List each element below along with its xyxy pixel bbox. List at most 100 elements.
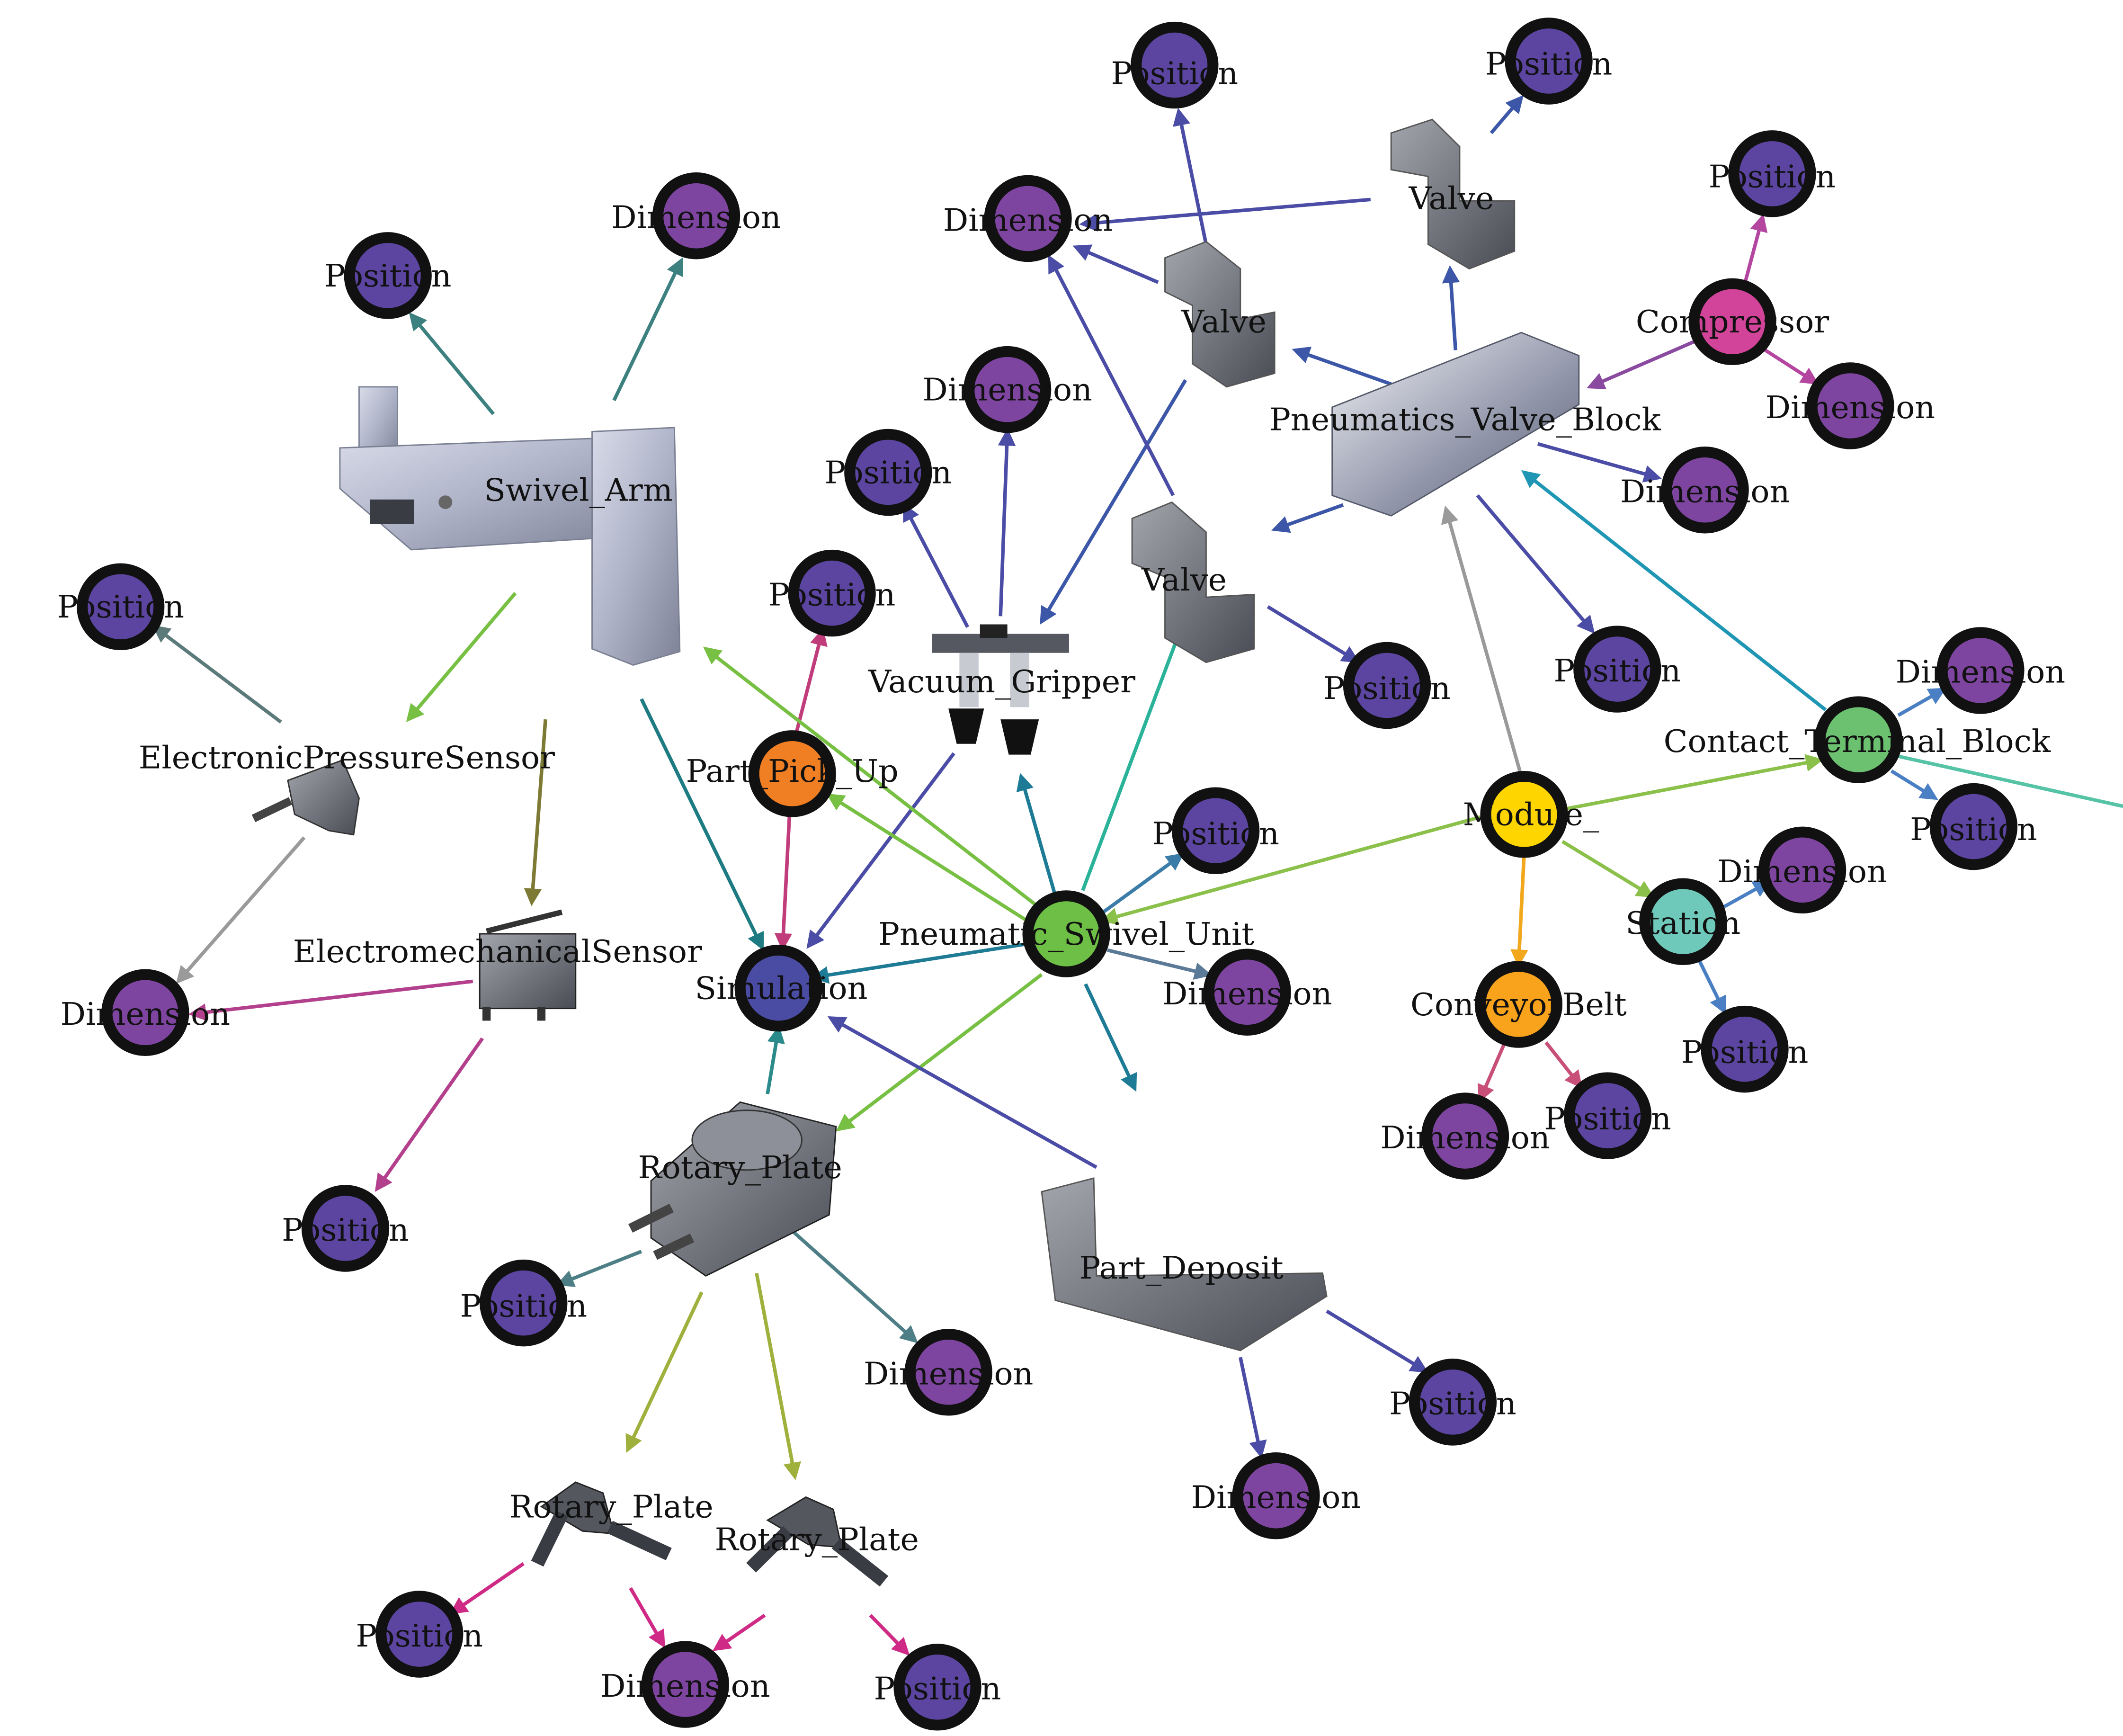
- position-node[interactable]: [1563, 1072, 1652, 1159]
- station-node[interactable]: [1639, 878, 1727, 965]
- rotary-plate-sub-2-label: Rotary_Plate: [715, 1521, 919, 1558]
- edge-module-psu: [1100, 815, 1481, 925]
- edge-psu-dimension: [1107, 948, 1213, 980]
- part-pick-up-label: Part_Pick_Up: [686, 753, 899, 789]
- rotary-plate-main-label: Rotary_Plate: [638, 1149, 842, 1186]
- edge-epsensor-dimension: [176, 836, 306, 984]
- edge-module-pvb: [1441, 505, 1523, 777]
- edge-ctb-position: [1890, 769, 1938, 800]
- dimension-node[interactable]: [1232, 1452, 1320, 1539]
- edge-swivelarm-epsensor: [406, 592, 517, 722]
- position-label: Position: [1152, 815, 1279, 852]
- edge-gripper-dimension: [998, 428, 1016, 617]
- dimension-node[interactable]: [652, 172, 740, 260]
- edge-pvb-valve3: [1271, 503, 1344, 533]
- edge-psu-position: [1102, 853, 1185, 914]
- position-node[interactable]: [844, 429, 932, 516]
- part-deposit-image: [1041, 1177, 1328, 1351]
- position-node[interactable]: [1505, 18, 1593, 105]
- swivel-arm-image: [339, 386, 681, 666]
- dimension-node[interactable]: [904, 1329, 992, 1416]
- edge-compressor-position: [1741, 214, 1768, 290]
- position-label: Position: [1111, 55, 1238, 92]
- pneumatic-swivel-unit-node[interactable]: [1022, 890, 1110, 977]
- edge-valve2-dimension: [1079, 197, 1371, 232]
- label-layer: Position Position Position Position Posi…: [57, 46, 2065, 1707]
- position-label: Position: [874, 1671, 1001, 1707]
- dimension-node[interactable]: [1203, 949, 1291, 1036]
- position-node[interactable]: [1343, 642, 1431, 729]
- position-label: Position: [57, 589, 184, 625]
- valve-3-image: [1131, 501, 1255, 663]
- edge-valve1-gripper: [1040, 379, 1187, 625]
- position-node[interactable]: [480, 1259, 568, 1347]
- position-node[interactable]: [1172, 787, 1260, 874]
- module-node[interactable]: [1480, 771, 1568, 858]
- edge-rotaryplate-sub1: [625, 1291, 704, 1453]
- contact-terminal-block-node[interactable]: [1814, 696, 1902, 783]
- edge-gripper-simulation: [806, 752, 955, 949]
- edge-module-station: [1561, 840, 1655, 898]
- position-node[interactable]: [375, 1591, 464, 1678]
- edge-rotaryplate-simulation: [766, 1025, 785, 1094]
- dimension-node[interactable]: [984, 175, 1072, 262]
- edge-compressor-dimension: [1764, 349, 1819, 385]
- edge-module-conveyor: [1510, 855, 1528, 967]
- edge-pvb-valve1: [1292, 346, 1392, 386]
- pneumatics-valve-block-image: [1331, 331, 1580, 517]
- position-label: Position: [460, 1288, 587, 1324]
- edge-psu-gripper: [1016, 773, 1057, 896]
- position-node[interactable]: [1929, 783, 2018, 870]
- position-node[interactable]: [344, 232, 432, 319]
- rotary-plate-sub-2-image: [746, 1496, 889, 1587]
- edge-psu-swivelarm-up: [703, 646, 1043, 911]
- edge-pvb-valve2: [1442, 265, 1460, 350]
- position-node[interactable]: [788, 549, 876, 637]
- position-node[interactable]: [77, 563, 165, 650]
- rotary-plate-main-image: [628, 1101, 837, 1277]
- part-deposit-label: Part_Deposit: [1079, 1250, 1284, 1286]
- edge-rotaryplate-dimension: [788, 1227, 919, 1343]
- dimension-node[interactable]: [101, 969, 189, 1056]
- position-node[interactable]: [1573, 626, 1661, 713]
- position-node[interactable]: [301, 1185, 390, 1272]
- position-node[interactable]: [1409, 1359, 1497, 1446]
- edge-psu-simulation: [811, 941, 1031, 984]
- dimension-node[interactable]: [1936, 627, 2025, 714]
- vacuum-gripper-image: [932, 624, 1069, 755]
- dimension-node[interactable]: [1421, 1092, 1509, 1180]
- dimension-label: Dimension: [1896, 654, 2066, 690]
- dimension-label: Dimension: [1766, 389, 1936, 426]
- station-label: Station: [1625, 905, 1740, 941]
- electromechanical-sensor-image: [479, 909, 577, 1021]
- dimension-label: Dimension: [600, 1668, 770, 1704]
- position-node[interactable]: [893, 1644, 981, 1731]
- edge-module-ctb: [1565, 754, 1824, 811]
- dimension-label: Dimension: [61, 996, 231, 1032]
- compressor-node[interactable]: [1688, 278, 1776, 366]
- position-node[interactable]: [1131, 21, 1219, 109]
- valve-2-label: Valve: [1409, 180, 1494, 217]
- conveyor-belt-node[interactable]: [1474, 961, 1563, 1048]
- valve-2-image: [1390, 118, 1516, 270]
- position-node[interactable]: [1701, 1005, 1789, 1093]
- edge-offscreen-ctb: [1863, 743, 2123, 808]
- edge-valve1-dimension: [1072, 244, 1159, 284]
- edge-sub2-position: [869, 1614, 910, 1656]
- part-pick-up-node[interactable]: [748, 730, 836, 817]
- dimension-node[interactable]: [1661, 447, 1749, 534]
- simulation-node[interactable]: [734, 944, 822, 1032]
- edge-layer: [152, 95, 2123, 1656]
- dimension-node[interactable]: [963, 346, 1052, 433]
- electromechanical-sensor-label: ElectromechanicalSensor: [293, 934, 702, 970]
- dimension-node[interactable]: [641, 1641, 730, 1728]
- dimension-node[interactable]: [1806, 362, 1894, 449]
- position-node[interactable]: [1728, 130, 1816, 217]
- edge-epsensor-emsensor: [524, 719, 547, 906]
- rotary-plate-sub-1-image: [531, 1481, 672, 1567]
- rotary-plate-sub-1-label: Rotary_Plate: [509, 1489, 713, 1525]
- edge-valve3-dimension: [1048, 254, 1175, 496]
- dimension-node[interactable]: [1758, 826, 1846, 914]
- position-label: Position: [1544, 1101, 1671, 1137]
- position-label: Position: [824, 455, 952, 491]
